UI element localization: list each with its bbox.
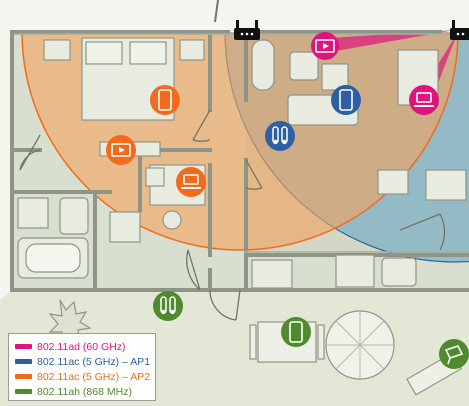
toilet — [59, 197, 89, 235]
stove — [335, 254, 375, 288]
legend-swatch — [15, 374, 32, 379]
legend-swatch — [15, 344, 32, 349]
phone-device-icon — [331, 85, 361, 115]
camera-device-icon — [439, 339, 469, 369]
sink-kitchen — [381, 257, 417, 287]
bookshelf — [377, 169, 409, 195]
legend-item: 802.11ah (868 MHz) — [15, 384, 149, 399]
shelf — [145, 167, 165, 187]
legend-label: 802.11ah (868 MHz) — [37, 385, 132, 398]
tv-device-icon — [311, 32, 339, 60]
laptop-device-icon — [409, 85, 439, 115]
doors — [19, 0, 446, 321]
legend-label: 802.11ad (60 GHz) — [37, 340, 126, 353]
legend-item: 802.11ac (5 GHz) – AP1 — [15, 354, 151, 369]
tv-device-icon — [106, 135, 136, 165]
wall-cabinet — [425, 169, 467, 201]
legend-label: 802.11ac (5 GHz) – AP1 — [37, 355, 151, 368]
legend-item: 802.11ac (5 GHz) – AP2 — [15, 369, 151, 384]
furniture — [17, 37, 467, 289]
kitchen-counter — [251, 259, 293, 289]
laptop-device-icon — [176, 167, 206, 197]
sink — [17, 197, 49, 229]
legend-swatch — [15, 359, 32, 364]
sensor-device-icon — [265, 121, 295, 151]
legend: 802.11ad (60 GHz) 802.11ac (5 GHz) – AP1… — [8, 333, 156, 401]
toilet-wc — [251, 39, 275, 91]
nightstand — [179, 39, 205, 61]
nightstand — [43, 39, 71, 61]
beam-to-tv — [330, 30, 455, 52]
armchair — [289, 51, 319, 81]
legend-item: 802.11ad (60 GHz) — [15, 339, 149, 354]
legend-swatch — [15, 389, 32, 394]
legend-label: 802.11ac (5 GHz) – AP2 — [37, 370, 151, 383]
phone-device-icon — [150, 85, 180, 115]
access-point-ap1-icon — [450, 20, 469, 40]
sensor-device-icon — [153, 291, 183, 321]
phone-device-icon — [281, 317, 311, 347]
washer — [109, 211, 141, 243]
access-point-ap2-icon — [234, 20, 260, 40]
